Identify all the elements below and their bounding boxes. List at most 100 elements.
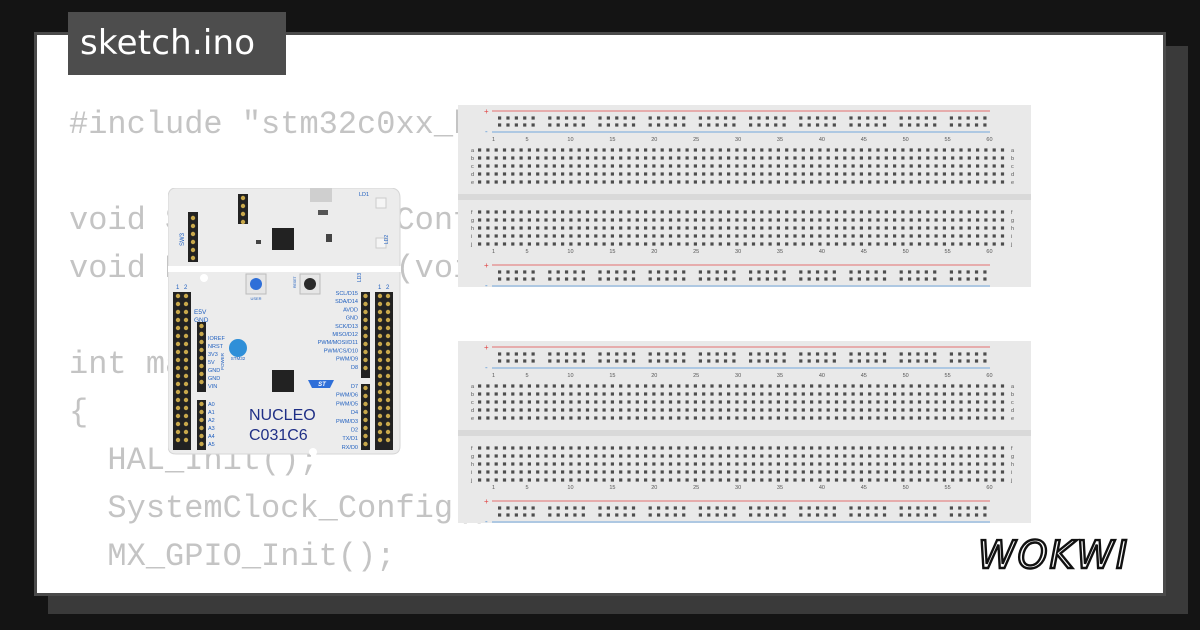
breadboard-hole[interactable] bbox=[843, 408, 847, 412]
breadboard-hole[interactable] bbox=[552, 156, 556, 160]
breadboard-hole[interactable] bbox=[868, 148, 872, 152]
breadboard-hole[interactable] bbox=[967, 148, 971, 152]
breadboard-hole[interactable] bbox=[685, 384, 689, 388]
breadboard-hole[interactable] bbox=[486, 384, 490, 388]
rail-hole[interactable] bbox=[715, 352, 719, 356]
rail-hole[interactable] bbox=[656, 123, 661, 127]
breadboard-hole[interactable] bbox=[1000, 156, 1005, 160]
breadboard-hole[interactable] bbox=[768, 392, 772, 396]
breadboard-hole[interactable] bbox=[843, 226, 847, 230]
breadboard-hole[interactable] bbox=[486, 164, 490, 168]
breadboard-hole[interactable] bbox=[760, 446, 764, 450]
breadboard-hole[interactable] bbox=[585, 392, 590, 396]
breadboard-hole[interactable] bbox=[693, 408, 697, 412]
breadboard-hole[interactable] bbox=[884, 226, 888, 230]
breadboard-hole[interactable] bbox=[951, 446, 955, 450]
breadboard-hole[interactable] bbox=[851, 446, 855, 450]
breadboard-hole[interactable] bbox=[735, 400, 739, 404]
breadboard-hole[interactable] bbox=[635, 234, 639, 238]
breadboard-hole[interactable] bbox=[959, 478, 963, 482]
breadboard-hole[interactable] bbox=[810, 234, 814, 238]
breadboard-hole[interactable] bbox=[810, 242, 814, 246]
header-pin[interactable] bbox=[377, 373, 383, 379]
rail-hole[interactable] bbox=[815, 513, 820, 517]
breadboard-hole[interactable] bbox=[967, 392, 971, 396]
breadboard-hole[interactable] bbox=[693, 180, 697, 184]
rail-hole[interactable] bbox=[966, 270, 970, 274]
breadboard-hole[interactable] bbox=[760, 478, 764, 482]
breadboard-hole[interactable] bbox=[917, 416, 922, 420]
breadboard-hole[interactable] bbox=[486, 234, 490, 238]
rail-hole[interactable] bbox=[966, 123, 970, 127]
breadboard-hole[interactable] bbox=[1000, 470, 1005, 474]
breadboard-hole[interactable] bbox=[776, 400, 780, 404]
breadboard-hole[interactable] bbox=[760, 462, 764, 466]
breadboard-hole[interactable] bbox=[677, 446, 681, 450]
breadboard-hole[interactable] bbox=[735, 392, 739, 396]
rail-hole[interactable] bbox=[958, 506, 962, 510]
breadboard-hole[interactable] bbox=[984, 462, 988, 466]
breadboard-hole[interactable] bbox=[834, 218, 839, 222]
breadboard-hole[interactable] bbox=[486, 156, 490, 160]
rail-hole[interactable] bbox=[514, 116, 518, 120]
breadboard-hole[interactable] bbox=[668, 242, 673, 246]
rail-hole[interactable] bbox=[949, 270, 953, 274]
breadboard-hole[interactable] bbox=[810, 172, 814, 176]
breadboard-hole[interactable] bbox=[859, 408, 863, 412]
rail-hole[interactable] bbox=[974, 277, 979, 281]
breadboard-hole[interactable] bbox=[652, 384, 656, 388]
breadboard-hole[interactable] bbox=[776, 226, 780, 230]
rail-hole[interactable] bbox=[648, 359, 652, 363]
rail-hole[interactable] bbox=[866, 277, 870, 281]
rail-hole[interactable] bbox=[598, 359, 602, 363]
header-pin[interactable] bbox=[175, 397, 181, 403]
breadboard-hole[interactable] bbox=[577, 446, 581, 450]
rail-hole[interactable] bbox=[673, 116, 677, 120]
breadboard-hole[interactable] bbox=[785, 234, 789, 238]
breadboard-hole[interactable] bbox=[834, 180, 839, 184]
breadboard-hole[interactable] bbox=[826, 478, 830, 482]
breadboard-hole[interactable] bbox=[727, 172, 731, 176]
breadboard-hole[interactable] bbox=[718, 416, 722, 420]
breadboard-hole[interactable] bbox=[552, 408, 556, 412]
breadboard-hole[interactable] bbox=[751, 454, 756, 458]
breadboard-hole[interactable] bbox=[544, 454, 548, 458]
breadboard-hole[interactable] bbox=[735, 446, 739, 450]
breadboard-hole[interactable] bbox=[801, 462, 805, 466]
breadboard-hole[interactable] bbox=[668, 454, 673, 458]
breadboard-hole[interactable] bbox=[511, 172, 515, 176]
rail-hole[interactable] bbox=[882, 277, 887, 281]
rail-hole[interactable] bbox=[615, 270, 619, 274]
rail-hole[interactable] bbox=[648, 123, 652, 127]
breadboard-hole[interactable] bbox=[602, 234, 606, 238]
rail-hole[interactable] bbox=[916, 123, 920, 127]
rail-hole[interactable] bbox=[899, 506, 903, 510]
breadboard-hole[interactable] bbox=[984, 400, 988, 404]
breadboard-hole[interactable] bbox=[793, 384, 797, 388]
breadboard-hole[interactable] bbox=[751, 416, 756, 420]
breadboard-hole[interactable] bbox=[494, 226, 498, 230]
rail-hole[interactable] bbox=[765, 270, 769, 274]
breadboard-hole[interactable] bbox=[702, 462, 706, 466]
breadboard-hole[interactable] bbox=[967, 470, 971, 474]
rail-hole[interactable] bbox=[882, 506, 887, 510]
header-pin[interactable] bbox=[183, 309, 189, 315]
breadboard-hole[interactable] bbox=[627, 400, 631, 404]
breadboard-hole[interactable] bbox=[610, 470, 614, 474]
breadboard-hole[interactable] bbox=[527, 462, 531, 466]
rail-hole[interactable] bbox=[631, 359, 636, 363]
breadboard-hole[interactable] bbox=[660, 384, 664, 388]
breadboard-hole[interactable] bbox=[569, 462, 573, 466]
breadboard-hole[interactable] bbox=[751, 462, 756, 466]
rail-hole[interactable] bbox=[874, 116, 878, 120]
header-pin[interactable] bbox=[377, 389, 383, 395]
breadboard-hole[interactable] bbox=[884, 218, 888, 222]
breadboard-hole[interactable] bbox=[602, 180, 606, 184]
breadboard-hole[interactable] bbox=[951, 462, 955, 466]
breadboard-hole[interactable] bbox=[511, 462, 515, 466]
breadboard-hole[interactable] bbox=[502, 400, 507, 404]
breadboard-hole[interactable] bbox=[519, 148, 523, 152]
rail-hole[interactable] bbox=[849, 123, 853, 127]
rail-hole[interactable] bbox=[615, 277, 619, 281]
breadboard-hole[interactable] bbox=[718, 234, 722, 238]
